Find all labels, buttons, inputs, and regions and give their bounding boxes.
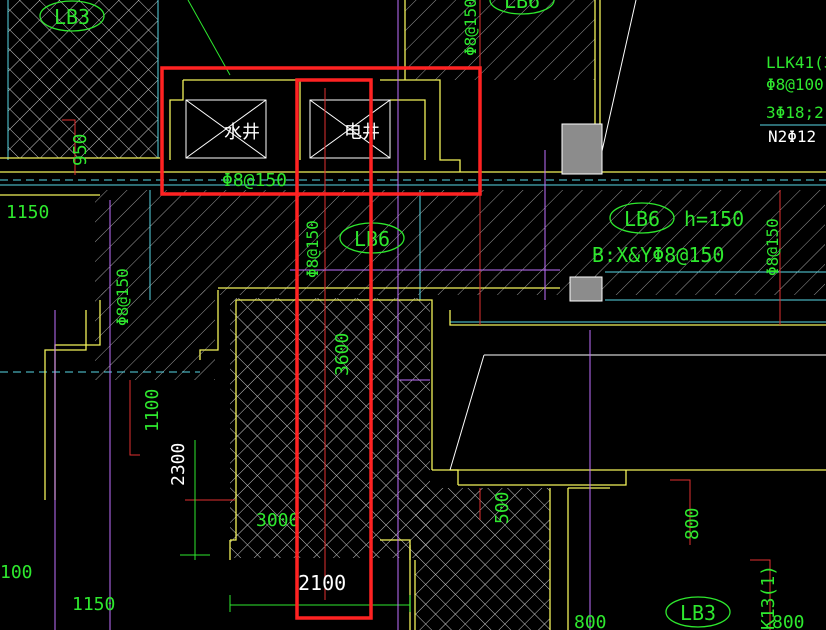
hatch-bottom-cross [415, 488, 550, 630]
hatch-top-left [8, 0, 158, 158]
dim-500-text: 500 [492, 491, 513, 524]
dim-800-c-text: 800 [772, 612, 805, 630]
lb6-reinf-text: B:X&YΦ8@150 [592, 243, 724, 267]
rebar-v1-text: Φ8@150 [461, 0, 480, 56]
dim-100-text: 100 [0, 562, 33, 583]
dim-800-a-text: 800 [682, 507, 703, 540]
dim-1150-left-text: 1150 [6, 202, 49, 223]
column-lower [569, 276, 603, 302]
dim-2100-text: 2100 [298, 571, 346, 595]
elec-shaft-label: 电井 [344, 122, 380, 143]
green-dim-lines [180, 0, 411, 612]
dim-950-text: 950 [70, 133, 91, 166]
tag-lb3-top: LB3 [54, 5, 90, 29]
rebar-horizontal-text: Φ8@150 [222, 170, 287, 191]
hatch-room-cross [230, 298, 430, 558]
cyan-lines [0, 0, 826, 373]
white-lines [185, 0, 826, 471]
hatch-lb6-band [95, 190, 825, 295]
highlight-shaft-box[interactable] [160, 66, 482, 196]
dim-1150-bottom-text: 1150 [72, 594, 115, 615]
highlight-boxes[interactable] [160, 66, 482, 620]
magenta-lines [54, 0, 591, 630]
highlight-vertical-box[interactable] [295, 78, 373, 620]
tag-lb3-bottom: LB3 [680, 601, 716, 625]
tag-lb6-top: LB6 [504, 0, 540, 13]
hatch-left-strip [95, 290, 215, 380]
dim-1100-text: 1100 [142, 389, 163, 432]
dim-2300-text: 2300 [168, 443, 189, 486]
llk-top-text: 3Φ18;2 [766, 103, 824, 122]
rebar-v2-text: Φ8@150 [303, 220, 322, 278]
rebar-v3-text: Φ8@150 [113, 268, 132, 326]
rebar-v4-text: Φ8@150 [763, 218, 782, 276]
water-shaft-label: 水井 [224, 122, 260, 143]
k13-text: K13(1) [758, 565, 779, 630]
llk-side-text: N2Φ12 [768, 127, 816, 146]
dim-3600-text: 3600 [332, 333, 353, 376]
dim-3000-text: 3000 [256, 510, 299, 531]
lb6-spec-text: h=150 [684, 207, 744, 231]
tag-lb6-right: LB6 [624, 207, 660, 231]
llk-stirrup-text: Φ8@100 [766, 75, 824, 94]
llk-name-text: LLK41(3 [766, 53, 826, 72]
column-upper [561, 123, 603, 175]
slab-hatch-group [8, 0, 825, 630]
dim-800-b-text: 800 [574, 612, 607, 630]
